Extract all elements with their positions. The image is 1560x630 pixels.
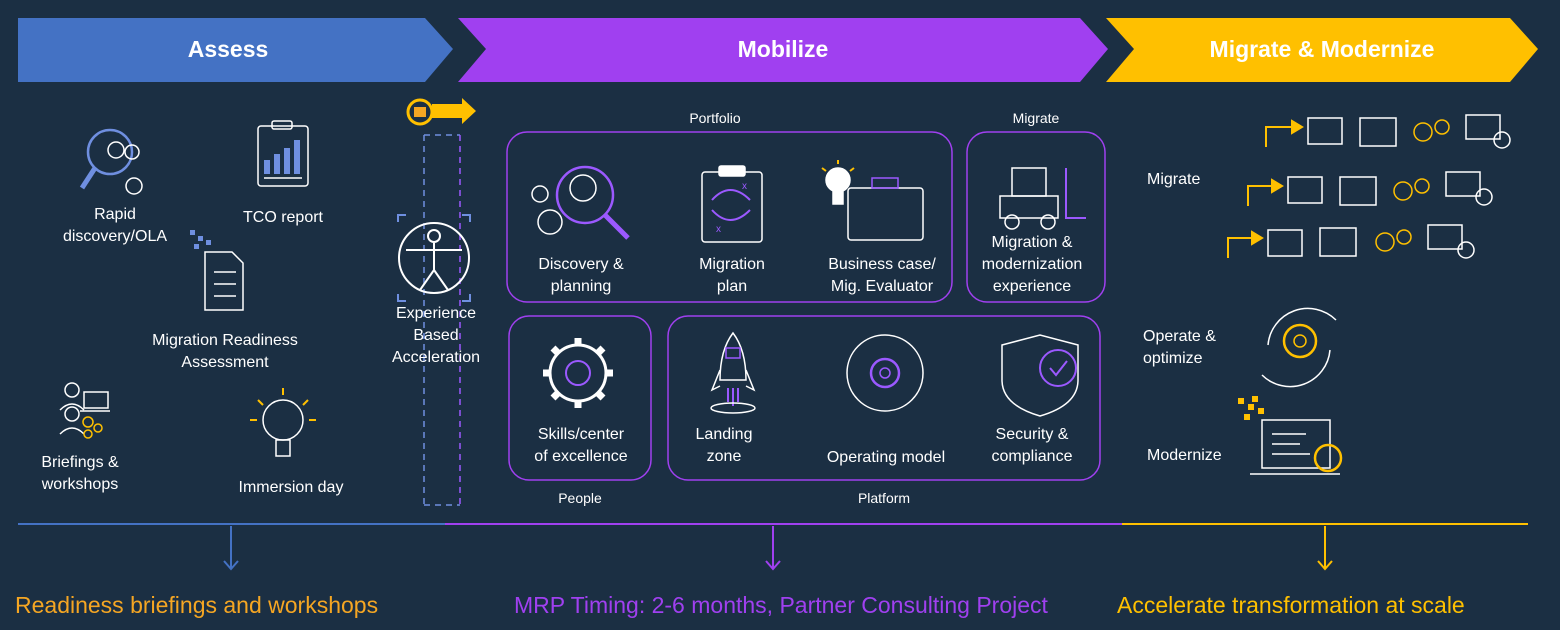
- migration-plan-label: Migration plan: [699, 256, 765, 295]
- tco-report-label: TCO report: [242, 209, 323, 226]
- security-label: Security & compliance: [991, 426, 1073, 465]
- mra-icon: [190, 230, 244, 311]
- migrate-row-label: Migrate: [1147, 171, 1201, 188]
- briefings-label: Briefings & workshops: [41, 454, 119, 493]
- briefings-icon: [59, 382, 110, 439]
- assess-chevron: [18, 18, 453, 82]
- eba-frame-corners: [397, 214, 471, 302]
- arrow-assess: [223, 526, 239, 571]
- skills-label: Skills/center of excellence: [534, 426, 628, 465]
- immersion-day-icon: [250, 388, 316, 457]
- landing-zone-label: Landing zone: [695, 426, 753, 465]
- svg-text:x: x: [742, 181, 747, 192]
- skills-icon: [543, 338, 613, 408]
- portfolio-box: [506, 131, 953, 303]
- operate-optimize-label: Operate & optimize: [1143, 328, 1216, 367]
- eba-label: Experience Based Acceleration: [391, 305, 481, 366]
- people-label: People: [558, 490, 602, 506]
- phase-migrate-label: Migrate & Modernize: [1209, 36, 1435, 62]
- business-case-label: Business case/ Mig. Evaluator: [828, 256, 936, 295]
- migrate-icon-set: [1267, 114, 1511, 259]
- rapid-discovery-icon: [79, 128, 143, 195]
- eba-column: [423, 134, 461, 506]
- eba-top-icon: [406, 98, 476, 126]
- migration-plan-icon: x x: [701, 165, 763, 243]
- discovery-planning-label: Discovery & planning: [538, 256, 624, 295]
- mobilize-chevron: [458, 18, 1108, 82]
- migrate-section-label: Migrate: [1012, 110, 1060, 126]
- vitruvian-icon: [398, 222, 470, 294]
- platform-box: [667, 315, 1101, 481]
- svg-text:x: x: [716, 224, 721, 235]
- footer-mobilize: MRP Timing: 2-6 months, Partner Consulti…: [514, 592, 1048, 618]
- operating-model-label: Operating model: [826, 449, 946, 466]
- rapid-discovery-label: Rapid discovery/OLA: [62, 206, 168, 245]
- footer-migrate: Accelerate transformation at scale: [1117, 592, 1465, 618]
- operating-model-icon: [846, 334, 924, 412]
- modernize-icon: [1238, 396, 1343, 475]
- portfolio-label: Portfolio: [689, 110, 741, 126]
- people-box: [508, 315, 652, 481]
- discovery-planning-icon: [531, 165, 630, 240]
- phase-mobilize-label: Mobilize: [737, 36, 829, 62]
- migrate-box: [966, 131, 1106, 303]
- forklift-icon: [999, 167, 1086, 230]
- migrate-icon-rows: [1227, 119, 1304, 258]
- business-case-icon: [821, 160, 924, 241]
- footer-assess: Readiness briefings and workshops: [15, 592, 379, 618]
- immersion-day-label: Immersion day: [238, 479, 344, 496]
- arrow-migrate: [1317, 526, 1333, 571]
- security-icon: [1001, 334, 1079, 417]
- arrow-mobilize: [765, 526, 781, 571]
- phase-assess-label: Assess: [187, 36, 269, 62]
- tco-report-icon: [257, 120, 309, 187]
- landing-zone-icon: [710, 331, 756, 414]
- mra-label: Migration Readiness Assessment: [152, 332, 298, 371]
- operate-optimize-icon: [1261, 307, 1337, 388]
- platform-label: Platform: [857, 490, 911, 506]
- migrate-chevron: [1106, 18, 1538, 82]
- modernize-label: Modernize: [1147, 447, 1222, 464]
- mig-modern-exp-label: Migration & modernization experience: [981, 234, 1083, 295]
